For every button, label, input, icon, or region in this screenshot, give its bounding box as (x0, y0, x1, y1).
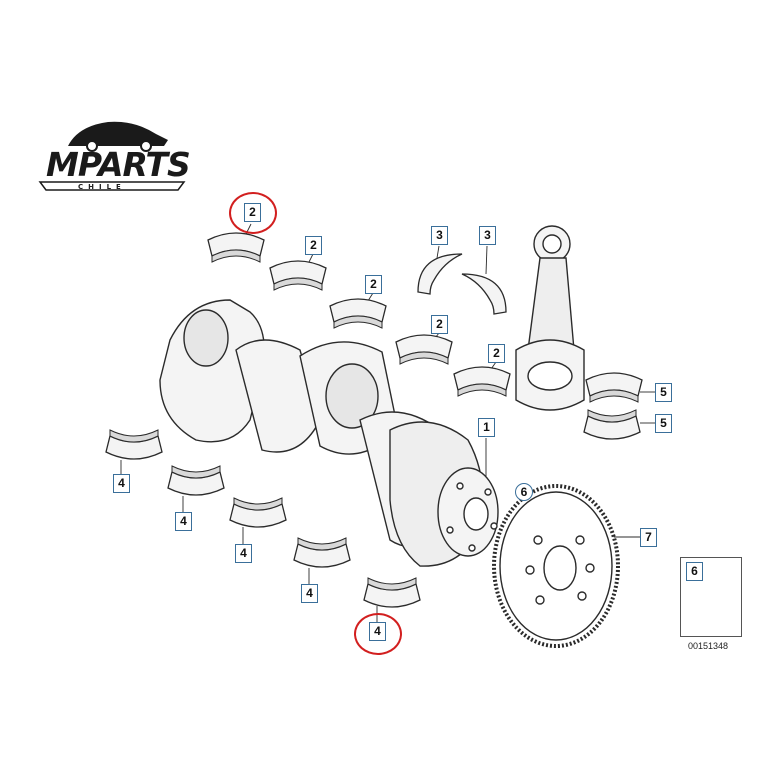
callout-2-upper-shell: 2 (365, 275, 382, 294)
callout-2-upper-shell: 2 (431, 315, 448, 334)
diagram-reference-code: 00151348 (688, 641, 729, 651)
connecting-rod (515, 225, 585, 411)
callout-1-crankshaft: 1 (478, 418, 495, 437)
callout-3-thrust-washer: 3 (431, 226, 448, 245)
brand-subtitle: CHILE (78, 183, 126, 191)
logo-underline (38, 181, 186, 191)
callout-7-flywheel: 7 (640, 528, 657, 547)
brand-logo: MPARTS CHILE (38, 112, 191, 202)
brand-name: MPARTS (46, 145, 191, 184)
callout-3-thrust-washer: 3 (479, 226, 496, 245)
highlight-ring (229, 192, 277, 234)
highlight-ring (354, 613, 402, 655)
conrod-bearing-shells (583, 372, 643, 440)
car-silhouette-icon (68, 121, 168, 152)
callout-2-upper-shell: 2 (305, 236, 322, 255)
thrust-washers (417, 253, 507, 315)
callout-4-lower-shell: 4 (175, 512, 192, 531)
callout-2-upper-shell: 2 (488, 344, 505, 363)
callout-4-lower-shell: 4 (235, 544, 252, 563)
crankshaft (159, 299, 499, 567)
flywheel (492, 484, 620, 648)
callout-4-lower-shell: 4 (301, 584, 318, 603)
callout-5-conrod-shell: 5 (655, 414, 672, 433)
callout-5-conrod-shell: 5 (655, 383, 672, 402)
callout-6-dowel: 6 (515, 483, 533, 501)
legend-callout-6: 6 (686, 562, 703, 581)
callout-4-lower-shell: 4 (113, 474, 130, 493)
